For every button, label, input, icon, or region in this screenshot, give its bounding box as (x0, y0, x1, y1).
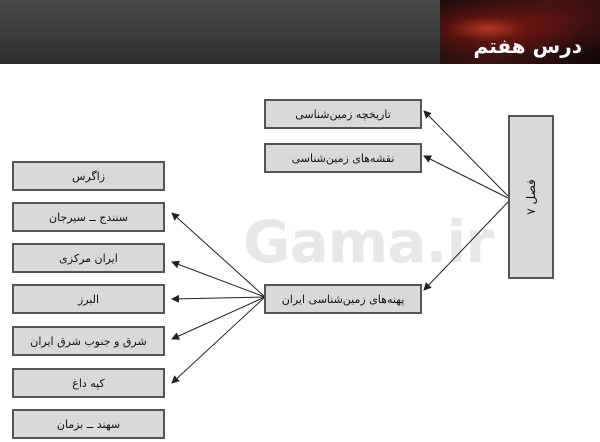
chapter-label: فصل ۷ (524, 179, 538, 215)
topic-label: تاریخچه زمین‌شناسی (295, 107, 391, 121)
topic-box-history: تاریخچه زمین‌شناسی (264, 99, 422, 129)
arrow-zones-to-central (171, 260, 266, 298)
slide-title: درس هفتم (473, 34, 582, 58)
chapter-box: فصل ۷ (508, 115, 554, 279)
arrow-chapter-to-history (423, 110, 509, 197)
topic-label: نقشه‌های زمین‌شناسی (291, 151, 395, 165)
arrow-zones-to-east (171, 296, 266, 340)
zone-label: سهند ــ بزمان (56, 417, 121, 431)
topic-label: پهنه‌های زمین‌شناسی ایران (281, 292, 405, 306)
topic-box-maps: نقشه‌های زمین‌شناسی (264, 143, 422, 173)
arrow-chapter-to-maps (423, 155, 509, 199)
zone-box-kopeh-dagh: کپه داغ (12, 368, 165, 398)
header-decorative-image (440, 0, 600, 64)
watermark: Gama.ir (243, 208, 494, 276)
zone-label: کپه داغ (72, 376, 105, 390)
arrow-zones-to-sanandaj (171, 212, 266, 298)
zone-box-sanandaj-sirjan: سنندج ــ سیرجان (12, 202, 165, 232)
zone-box-alborz: البرز (12, 284, 165, 314)
zone-label: شرق و جنوب شرق ایران (30, 334, 147, 348)
zone-box-central-iran: ایران مرکزی (12, 243, 165, 273)
zone-label: البرز (77, 292, 100, 306)
zone-label: سنندج ــ سیرجان (49, 210, 129, 224)
zone-label: ایران مرکزی (59, 251, 118, 265)
topic-box-zones: پهنه‌های زمین‌شناسی ایران (264, 284, 422, 314)
arrow-zones-to-kopeh (171, 296, 266, 384)
zone-box-sahand-bazman: سهند ــ بزمان (12, 409, 165, 439)
arrow-chapter-to-zones (423, 201, 509, 291)
zone-box-east-southeast: شرق و جنوب شرق ایران (12, 326, 165, 356)
arrow-zones-to-alborz (171, 294, 266, 303)
zone-label: زاگرس (71, 169, 106, 183)
zone-box-zagros: زاگرس (12, 161, 165, 191)
